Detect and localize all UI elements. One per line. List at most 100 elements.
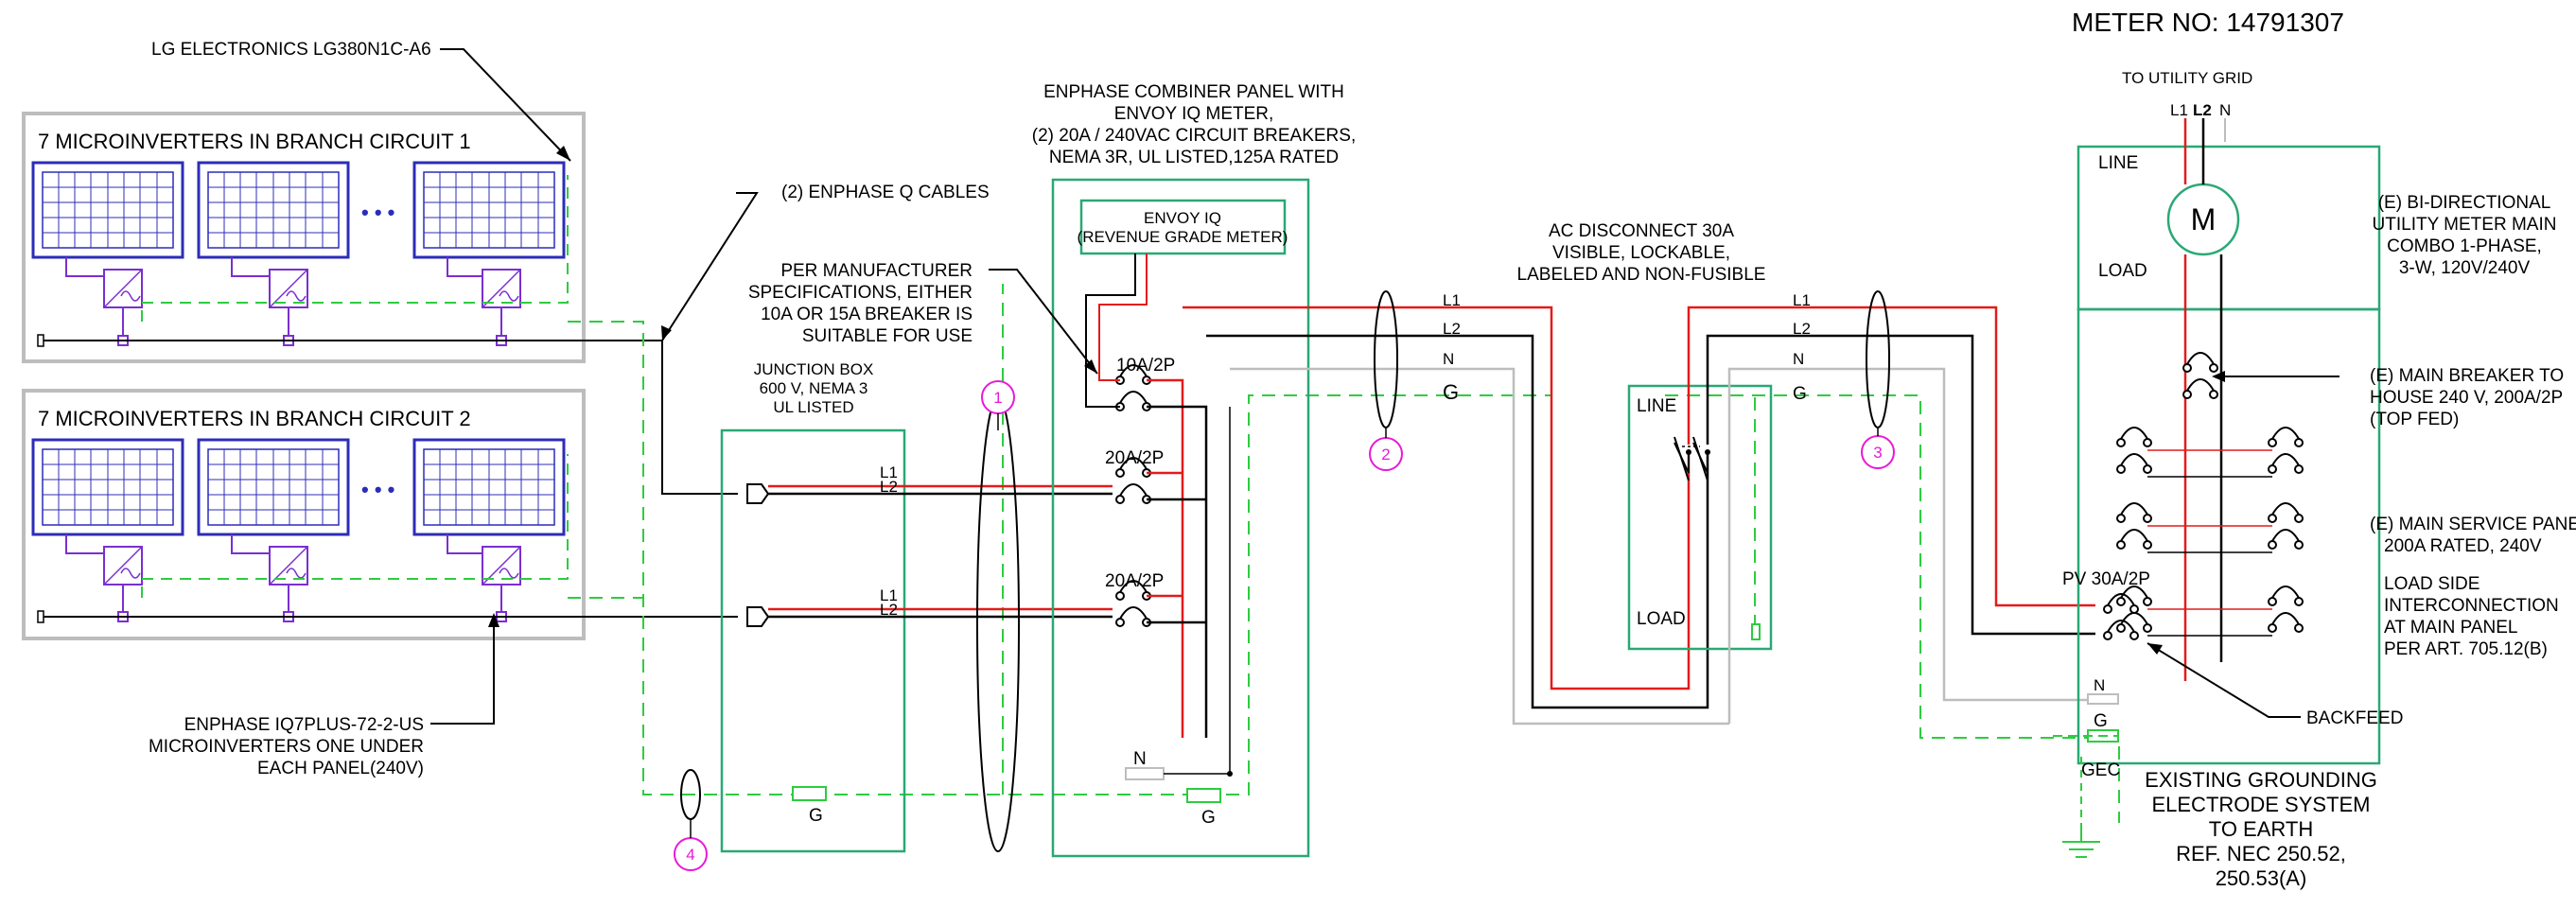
svg-text:600 V, NEMA 3: 600 V, NEMA 3 bbox=[760, 379, 868, 397]
microinverter bbox=[103, 546, 143, 586]
svg-text:LOAD: LOAD bbox=[2098, 261, 2147, 281]
disconnect-label: AC DISCONNECT 30A VISIBLE, LOCKABLE, LAB… bbox=[1517, 221, 1766, 285]
svg-text:LINE: LINE bbox=[2098, 153, 2138, 173]
svg-text:INTERCONNECTION: INTERCONNECTION bbox=[2384, 596, 2559, 616]
pv-module bbox=[197, 161, 350, 259]
svg-text:N: N bbox=[1133, 749, 1147, 769]
backfeed-label: BACKFEED bbox=[2306, 708, 2403, 728]
svg-text:EACH PANEL(240V): EACH PANEL(240V) bbox=[257, 759, 424, 778]
svg-text:JUNCTION BOX: JUNCTION BOX bbox=[754, 360, 874, 378]
svg-text:LOAD: LOAD bbox=[1637, 609, 1686, 629]
svg-text:TO EARTH: TO EARTH bbox=[2209, 817, 2313, 841]
svg-text:AC DISCONNECT 30A: AC DISCONNECT 30A bbox=[1549, 221, 1734, 241]
svg-text:(E) BI-DIRECTIONAL: (E) BI-DIRECTIONAL bbox=[2378, 193, 2551, 213]
svg-text:REF. NEC 250.52,: REF. NEC 250.52, bbox=[2176, 842, 2346, 865]
line-l2-label: L2 bbox=[2193, 101, 2212, 119]
microinverter-note: ENPHASE IQ7PLUS-72-2-US MICROINVERTERS O… bbox=[149, 715, 424, 778]
svg-text:AT MAIN PANEL: AT MAIN PANEL bbox=[2384, 618, 2517, 638]
svg-text:G: G bbox=[809, 806, 823, 826]
svg-text:4: 4 bbox=[686, 846, 694, 864]
svg-text:MICROINVERTERS ONE UNDER: MICROINVERTERS ONE UNDER bbox=[149, 737, 424, 757]
main-breaker-note: (E) MAIN BREAKER TO HOUSE 240 V, 200A/2P… bbox=[2370, 366, 2564, 429]
q-cables-label: (2) ENPHASE Q CABLES bbox=[781, 183, 990, 202]
svg-text:ENVOY IQ: ENVOY IQ bbox=[1144, 209, 1221, 227]
callouts bbox=[674, 380, 1895, 871]
svg-text:L1: L1 bbox=[880, 463, 898, 481]
line-l1-label: L1 bbox=[2170, 101, 2188, 119]
combiner-panel bbox=[1051, 178, 1310, 858]
branch-1-title: 7 MICROINVERTERS IN BRANCH CIRCUIT 1 bbox=[38, 130, 471, 153]
svg-text:N: N bbox=[2094, 676, 2105, 694]
junction-box-label: JUNCTION BOX 600 V, NEMA 3 UL LISTED bbox=[754, 360, 874, 416]
envoy-iq-meter bbox=[1079, 199, 1287, 255]
main-breaker bbox=[2182, 352, 2218, 399]
branch-circuit-2 bbox=[22, 389, 738, 640]
svg-text:ENVOY IQ METER,: ENVOY IQ METER, bbox=[1114, 104, 1274, 124]
svg-text:(TOP FED): (TOP FED) bbox=[2370, 410, 2459, 429]
svg-text:3: 3 bbox=[1873, 444, 1882, 462]
svg-text:L2: L2 bbox=[880, 601, 898, 619]
callout-numbers: 1 2 3 4 bbox=[686, 389, 1882, 864]
breaker-10a-label: 10A/2P bbox=[1116, 356, 1175, 376]
pv-module bbox=[31, 161, 184, 259]
interconnection-note: LOAD SIDE INTERCONNECTION AT MAIN PANEL … bbox=[2384, 574, 2559, 659]
svg-text:LINE: LINE bbox=[1637, 396, 1676, 416]
module-label: LG ELECTRONICS LG380N1C-A6 bbox=[151, 40, 431, 60]
svg-text:VISIBLE, LOCKABLE,: VISIBLE, LOCKABLE, bbox=[1552, 243, 1730, 263]
svg-text:SPECIFICATIONS, EITHER: SPECIFICATIONS, EITHER bbox=[748, 283, 973, 303]
ellipsis: • • • bbox=[361, 201, 394, 224]
svg-text:(REVENUE GRADE METER): (REVENUE GRADE METER) bbox=[1078, 228, 1288, 246]
meter-symbol: M bbox=[2191, 202, 2217, 236]
svg-text:ELECTRODE SYSTEM: ELECTRODE SYSTEM bbox=[2151, 793, 2370, 816]
svg-text:1: 1 bbox=[993, 389, 1002, 407]
line-n-label: N bbox=[2219, 101, 2231, 119]
svg-text:L1: L1 bbox=[1443, 291, 1461, 309]
main-service-panel bbox=[2053, 118, 2381, 858]
svg-text:(E) MAIN BREAKER TO: (E) MAIN BREAKER TO bbox=[2370, 366, 2564, 386]
branch-conductors bbox=[768, 484, 1113, 619]
svg-text:2: 2 bbox=[1381, 446, 1390, 463]
svg-text:L2: L2 bbox=[1443, 320, 1461, 338]
svg-text:200A RATED, 240V: 200A RATED, 240V bbox=[2384, 536, 2542, 556]
svg-text:3-W, 120V/240V: 3-W, 120V/240V bbox=[2399, 258, 2531, 278]
svg-text:G: G bbox=[1201, 808, 1216, 828]
svg-text:UTILITY METER MAIN: UTILITY METER MAIN bbox=[2373, 215, 2557, 235]
leaders bbox=[430, 48, 2339, 725]
svg-text:N: N bbox=[1793, 350, 1804, 368]
meter-number: METER NO: 14791307 bbox=[2072, 8, 2344, 37]
pv-module bbox=[412, 161, 566, 259]
branch-circuit-1 bbox=[22, 112, 662, 363]
branch-2-title: 7 MICROINVERTERS IN BRANCH CIRCUIT 2 bbox=[38, 407, 471, 430]
combiner-label: ENPHASE COMBINER PANEL WITH ENVOY IQ MET… bbox=[1032, 82, 1356, 246]
pv-breaker-label: PV 30A/2P bbox=[2062, 569, 2150, 589]
svg-text:PER MANUFACTURER: PER MANUFACTURER bbox=[780, 261, 973, 281]
utility-grid-label: TO UTILITY GRID bbox=[2122, 69, 2252, 87]
svg-text:UL LISTED: UL LISTED bbox=[773, 398, 853, 416]
svg-text:G: G bbox=[1793, 384, 1807, 404]
main-panel-note: (E) MAIN SERVICE PANEL, 200A RATED, 240V bbox=[2370, 515, 2576, 556]
q-cable-branch-1 bbox=[661, 341, 738, 495]
svg-text:SUITABLE FOR USE: SUITABLE FOR USE bbox=[802, 326, 973, 346]
svg-text:L2: L2 bbox=[1793, 320, 1811, 338]
svg-text:L1: L1 bbox=[1793, 291, 1811, 309]
pv-module bbox=[31, 438, 184, 536]
grounding-note: EXISTING GROUNDING ELECTRODE SYSTEM TO E… bbox=[2145, 768, 2377, 890]
utility-meter-note: (E) BI-DIRECTIONAL UTILITY METER MAIN CO… bbox=[2373, 193, 2557, 278]
svg-text:PER ART. 705.12(B): PER ART. 705.12(B) bbox=[2384, 639, 2548, 659]
arrowheads bbox=[488, 146, 2225, 655]
ellipsis: • • • bbox=[361, 478, 394, 501]
svg-text:GEC: GEC bbox=[2081, 760, 2120, 780]
svg-text:L1: L1 bbox=[880, 586, 898, 604]
combiner-to-disconnect bbox=[1183, 306, 1729, 725]
svg-text:ENPHASE COMBINER PANEL WITH: ENPHASE COMBINER PANEL WITH bbox=[1043, 82, 1344, 102]
svg-text:HOUSE 240 V, 200A/2P: HOUSE 240 V, 200A/2P bbox=[2370, 388, 2563, 408]
svg-text:ENPHASE IQ7PLUS-72-2-US: ENPHASE IQ7PLUS-72-2-US bbox=[184, 715, 424, 735]
pv-module bbox=[197, 438, 350, 536]
svg-text:(2) 20A / 240VAC CIRCUIT BREAK: (2) 20A / 240VAC CIRCUIT BREAKERS, bbox=[1032, 126, 1356, 146]
svg-text:L2: L2 bbox=[880, 478, 898, 496]
junction-box bbox=[720, 428, 906, 853]
svg-text:LOAD SIDE: LOAD SIDE bbox=[2384, 574, 2480, 594]
branch-breakers bbox=[2103, 427, 2304, 640]
svg-text:N: N bbox=[1443, 350, 1454, 368]
